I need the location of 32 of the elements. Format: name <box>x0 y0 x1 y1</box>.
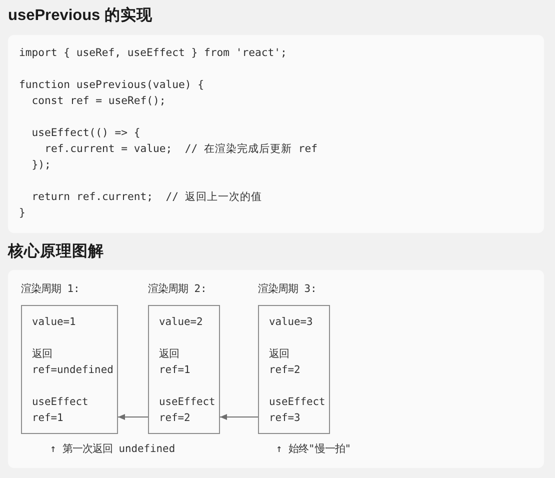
cycle-heading: 渲染周期 2: <box>148 282 207 297</box>
section-heading: usePrevious 的实现 <box>8 6 152 26</box>
annotation-note: ↑ 第一次返回 undefined <box>50 442 176 457</box>
cycle-heading: 渲染周期 1: <box>21 282 80 297</box>
code-line: function usePrevious(value) { <box>19 78 204 93</box>
arrow <box>220 414 258 420</box>
code-line: import { useRef, useEffect } from 'react'; <box>19 46 287 61</box>
code-line: } <box>19 206 26 221</box>
cycle-text: useEffect <box>269 395 326 410</box>
cycle-text: ref=3 <box>269 411 300 426</box>
code-line: const ref = useRef(); <box>32 94 166 109</box>
arrow <box>118 414 148 420</box>
annotation-note: ↑ 始终"慢一拍" <box>276 442 352 457</box>
cycle-text: value=3 <box>269 315 313 330</box>
code-line: }); <box>32 158 51 173</box>
cycle-text: ref=2 <box>269 363 300 378</box>
cycle-text: useEffect <box>32 395 88 410</box>
cycle-text: value=1 <box>32 315 76 330</box>
cycle-text: ref=undefined <box>32 363 114 378</box>
cycle-text: value=2 <box>159 315 203 330</box>
cycle-text: 返回 <box>32 347 52 362</box>
code-line: return ref.current; // 返回上一次的值 <box>32 190 262 205</box>
cycle-text: ref=2 <box>159 411 190 426</box>
cycle-text: 返回 <box>159 347 179 362</box>
cycle-text: ref=1 <box>32 411 64 426</box>
code-line: ref.current = value; // 在渲染完成后更新 ref <box>44 142 318 157</box>
cycle-heading: 渲染周期 3: <box>258 282 317 297</box>
code-line: useEffect(() => { <box>32 126 140 141</box>
cycle-text: useEffect <box>159 395 216 410</box>
cycle-text: ref=1 <box>159 363 190 378</box>
cycle-text: 返回 <box>269 347 289 362</box>
section-heading: 核心原理图解 <box>8 242 104 262</box>
